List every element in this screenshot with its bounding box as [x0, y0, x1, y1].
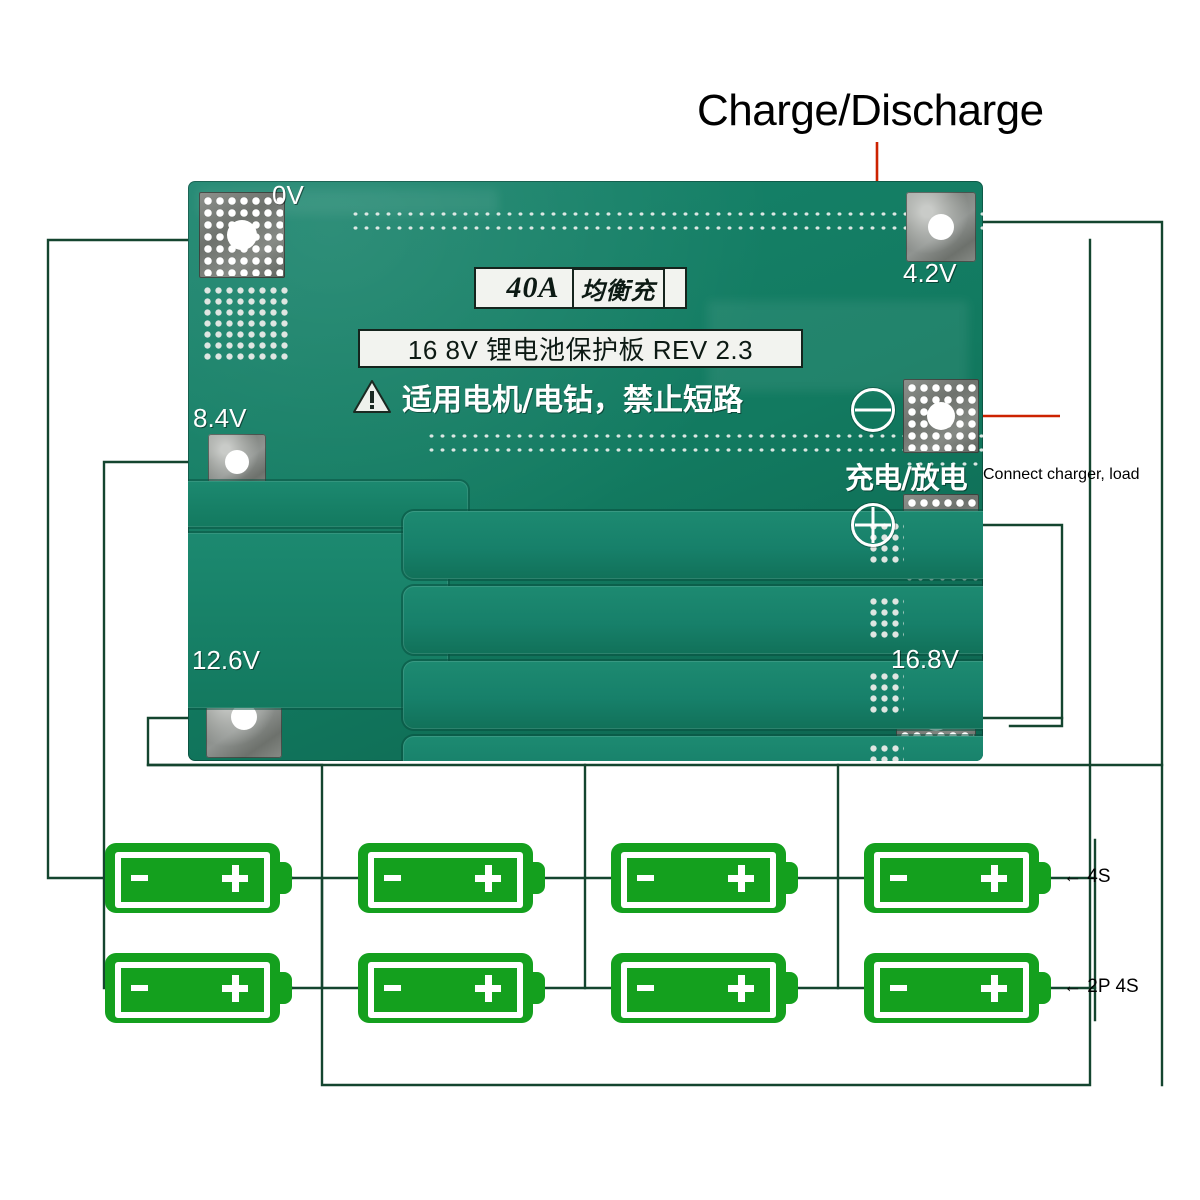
- via-field-trace-2: [868, 596, 904, 642]
- battery-terminal-nub: [782, 862, 798, 894]
- battery-plus-terminal: [728, 974, 754, 1002]
- smd-pad-row-mid-1: [426, 433, 983, 439]
- page-title: Charge/Discharge: [697, 86, 1044, 135]
- battery-plus-terminal: [222, 974, 248, 1002]
- battery-minus-terminal: [637, 875, 654, 881]
- pad-label-12.6v: 12.6V: [192, 645, 260, 675]
- series-annotation-bottom: ← 2P 4S: [1063, 976, 1139, 998]
- battery-plus-terminal: [475, 864, 501, 892]
- battery-plus-terminal: [981, 864, 1007, 892]
- arrow-left-icon: ←: [1063, 866, 1082, 887]
- silkscreen-warning-line: 适用电机/电钻，禁止短路: [352, 375, 792, 419]
- battery-cell-r2c4[interactable]: [864, 953, 1051, 1023]
- battery-minus-terminal: [890, 985, 907, 991]
- rating-current: 40A: [506, 271, 560, 304]
- battery-cell-r1c2[interactable]: [358, 843, 545, 913]
- battery-cell-r2c3[interactable]: [611, 953, 798, 1023]
- series-annotation-top: ← 4S: [1063, 866, 1111, 888]
- bms-pcb-board: [188, 181, 983, 761]
- rating-balance-cn: 均衡充: [571, 267, 665, 309]
- pad-label-0v: 0V: [272, 180, 304, 210]
- battery-inner-outline: [115, 852, 270, 908]
- battery-terminal-nub: [1035, 972, 1051, 1004]
- circled-plus-icon: [851, 503, 895, 547]
- battery-minus-terminal: [384, 875, 401, 881]
- battery-terminal-nub: [782, 972, 798, 1004]
- circled-minus-icon: [851, 388, 895, 432]
- battery-minus-terminal: [890, 875, 907, 881]
- battery-inner-outline: [874, 962, 1029, 1018]
- battery-terminal-nub: [1035, 862, 1051, 894]
- silkscreen-model-box: 16 8V 锂电池保护板 REV 2.3: [358, 329, 803, 368]
- series-top-label: 4S: [1087, 866, 1111, 887]
- arrow-left-icon: ←: [1063, 976, 1082, 997]
- pad-8.4v[interactable]: [208, 434, 266, 489]
- series-bottom-label: 2P 4S: [1087, 976, 1139, 997]
- pad-charge-discharge-negative[interactable]: [903, 379, 979, 453]
- connect-charger-annotation: Connect charger, load: [983, 466, 1140, 483]
- pad-label-8.4v: 8.4V: [193, 403, 247, 433]
- battery-cell-r1c4[interactable]: [864, 843, 1051, 913]
- smd-pad-row-top-2: [350, 225, 983, 231]
- wire-0v-to-cell-r1c1-minus: [46, 238, 234, 880]
- silkscreen-rating-box: 40A 均衡充: [474, 267, 687, 309]
- smd-pad-row-mid-2: [426, 447, 983, 453]
- smd-pad-row-right-2: [904, 576, 978, 582]
- battery-cell-r2c1[interactable]: [105, 953, 292, 1023]
- battery-cell-r2c2[interactable]: [358, 953, 545, 1023]
- battery-inner-outline: [115, 962, 270, 1018]
- charge-discharge-cn-label: 充电/放电: [845, 461, 968, 495]
- pad-label-16.8v: 16.8V: [891, 644, 959, 674]
- battery-inner-outline: [621, 962, 776, 1018]
- warning-text: 适用电机/电钻，禁止短路: [402, 383, 743, 418]
- via-field-left: [202, 285, 288, 360]
- warning-triangle-icon: [353, 380, 391, 413]
- battery-plus-terminal: [222, 864, 248, 892]
- battery-minus-terminal: [384, 985, 401, 991]
- battery-terminal-nub: [529, 862, 545, 894]
- battery-terminal-nub: [276, 972, 292, 1004]
- battery-terminal-nub: [276, 862, 292, 894]
- battery-plus-terminal: [475, 974, 501, 1002]
- battery-minus-terminal: [131, 985, 148, 991]
- battery-inner-outline: [874, 852, 1029, 908]
- battery-inner-outline: [368, 852, 523, 908]
- via-field-trace-3: [868, 671, 904, 717]
- battery-minus-terminal: [131, 875, 148, 881]
- battery-cell-r1c1[interactable]: [105, 843, 292, 913]
- battery-terminal-nub: [529, 972, 545, 1004]
- battery-inner-outline: [368, 962, 523, 1018]
- battery-minus-terminal: [637, 985, 654, 991]
- battery-plus-terminal: [981, 974, 1007, 1002]
- battery-cell-r1c3[interactable]: [611, 843, 798, 913]
- battery-inner-outline: [621, 852, 776, 908]
- smd-pad-row-right: [904, 461, 978, 467]
- pad-label-4.2v: 4.2V: [903, 258, 957, 288]
- pad-4.2v[interactable]: [906, 192, 976, 262]
- wire-cd-positive-to-16.8v: [936, 523, 1064, 728]
- wire-4.2v-right-rail: [936, 220, 1164, 1087]
- via-field-trace-4: [868, 743, 904, 761]
- smd-pad-row-top-1: [350, 211, 983, 217]
- battery-plus-terminal: [728, 864, 754, 892]
- pad-0v[interactable]: [199, 192, 285, 278]
